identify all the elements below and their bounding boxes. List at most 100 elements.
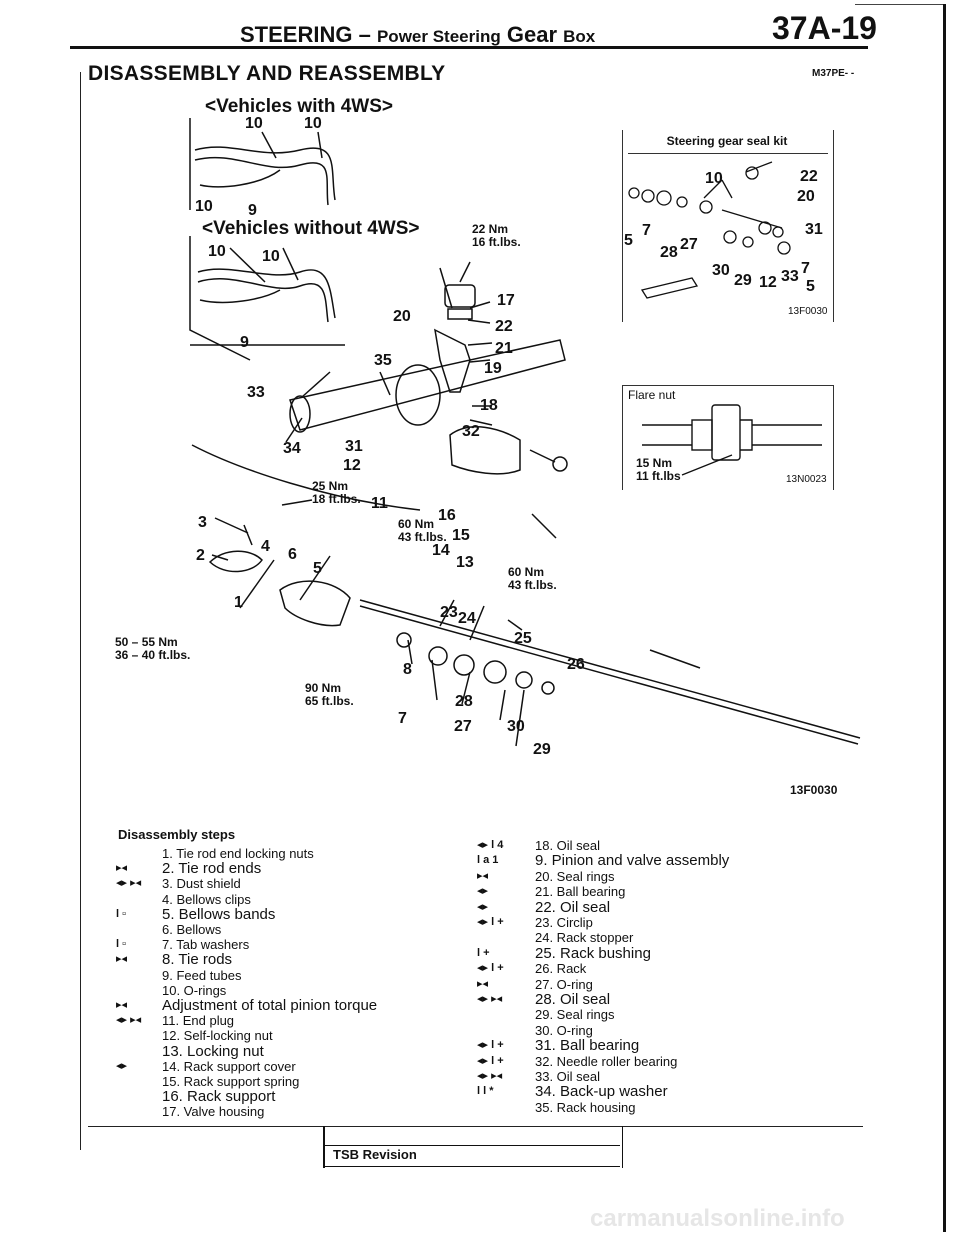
step-text: 32. Needle roller bearing: [535, 1053, 678, 1069]
step-text: 6. Bellows: [162, 922, 222, 937]
header-title-main: STEERING: [240, 22, 353, 47]
flare-nut-code: 13N0023: [786, 474, 827, 485]
callout-7: 7: [398, 710, 407, 727]
figure-code: 13F0030: [790, 783, 838, 797]
step-marks: ▸◂: [477, 869, 489, 882]
callout-18: 18: [480, 397, 498, 414]
tie-rod-end-left: [208, 550, 263, 573]
step-marks: ◂▸: [477, 900, 489, 913]
callout-2: 2: [196, 547, 205, 564]
callout-10: 10: [208, 243, 226, 260]
feed-tube-upper-1: [194, 146, 336, 201]
callout-10: 10: [195, 198, 213, 215]
callout-1: 1: [234, 594, 243, 611]
header-title-box: Box: [563, 27, 596, 46]
callout-31: 31: [345, 438, 363, 455]
step-marks: ◂▸ ▸◂: [477, 993, 503, 1005]
step-text: 22. Oil seal: [535, 898, 611, 916]
watermark: carmanualsonline.info: [590, 1205, 845, 1232]
callout-14: 14: [432, 542, 450, 559]
callout-19: 19: [484, 360, 502, 377]
seal-kit-title: Steering gear seal kit: [666, 134, 788, 148]
header-title: STEERING – Power Steering Gear Box: [240, 22, 595, 48]
step-text: 16. Rack support: [162, 1088, 276, 1106]
kit-callout-31: 31: [805, 221, 823, 238]
tsb-box: [323, 1126, 623, 1168]
callout-25: 25: [514, 630, 532, 647]
disassembly-steps-title: Disassembly steps: [118, 827, 236, 842]
callout-28: 28: [455, 693, 473, 710]
step-marks: ▸◂: [116, 862, 128, 875]
step-marks: ◂▸ ▸◂: [477, 1070, 503, 1082]
callout-13: 13: [456, 554, 474, 571]
callout-17: 17: [497, 292, 515, 309]
kit-callout-7: 7: [801, 260, 810, 277]
kit-callout-27: 27: [680, 236, 698, 253]
pinion-valve-assembly: [434, 328, 471, 393]
step-text: 25. Rack bushing: [535, 944, 651, 962]
header-title-gear: Gear: [506, 22, 558, 47]
step-text: 31. Ball bearing: [535, 1037, 640, 1055]
step-text: 14. Rack support cover: [162, 1058, 296, 1074]
callout-30: 30: [507, 718, 525, 735]
callout-15: 15: [452, 527, 470, 544]
flare-nut-title: Flare nut: [628, 388, 676, 402]
step-text: 13. Locking nut: [162, 1042, 264, 1060]
callout-3: 3: [198, 514, 207, 531]
seal-kit-rule: [628, 153, 828, 154]
step-text: 4. Bellows clips: [162, 891, 251, 907]
kit-callout-28: 28: [660, 244, 678, 261]
step-text: 24. Rack stopper: [535, 930, 634, 946]
callout-5: 5: [313, 560, 322, 577]
callout-32: 32: [462, 423, 480, 440]
step-marks: l a 1: [477, 854, 499, 867]
footer-rule: [88, 1126, 863, 1127]
kit-callout-10: 10: [705, 170, 723, 187]
step-marks: ◂▸: [116, 1059, 128, 1072]
step-text: 29. Seal rings: [535, 1007, 615, 1023]
step-text: 11. End plug: [162, 1013, 235, 1029]
step-text: 9. Feed tubes: [162, 967, 242, 983]
step-text: 7. Tab washers: [162, 937, 250, 953]
step-text: 21. Ball bearing: [535, 884, 626, 900]
callout-8: 8: [403, 661, 412, 678]
step-marks: l +: [477, 946, 490, 959]
step-text: 35. Rack housing: [535, 1099, 636, 1115]
page-number: 37A-19: [772, 10, 877, 46]
step-marks: l ▫: [116, 907, 127, 920]
callout-26: 26: [567, 656, 585, 673]
flare-nut-diagram: [642, 404, 822, 476]
step-text: 33. Oil seal: [535, 1069, 601, 1084]
label-with-4ws: <Vehicles with 4WS>: [205, 96, 393, 117]
kit-callout-33: 33: [781, 268, 799, 285]
kit-callout-29: 29: [734, 272, 752, 289]
callout-6: 6: [288, 546, 297, 563]
callout-11: 11: [371, 495, 388, 512]
section-code: M37PE- -: [812, 68, 855, 79]
step-text: 17. Valve housing: [162, 1104, 265, 1120]
step-marks: ▸◂: [116, 999, 128, 1011]
step-marks: ◂▸ l +: [477, 916, 504, 928]
seal-kit-diagram: [628, 161, 791, 299]
callout-10: 10: [304, 115, 322, 132]
step-text: 30. O-ring: [535, 1022, 593, 1038]
kit-callout-7: 7: [642, 222, 651, 239]
kit-callout-22: 22: [800, 168, 818, 185]
tsb-top-rule: [323, 1145, 620, 1146]
header-title-dash: –: [358, 22, 371, 47]
callout-10: 10: [245, 115, 263, 132]
step-marks: ▸◂: [477, 977, 489, 990]
step-marks: ◂▸ ▸◂: [116, 877, 142, 890]
callout-29: 29: [533, 741, 551, 758]
step-text: Adjustment of total pinion torque: [162, 997, 378, 1014]
callout-16: 16: [438, 507, 456, 524]
callout-10: 10: [262, 248, 280, 265]
step-marks: ◂▸ ▸◂: [116, 1014, 142, 1027]
section-title: DISASSEMBLY AND REASSEMBLY: [88, 62, 446, 85]
